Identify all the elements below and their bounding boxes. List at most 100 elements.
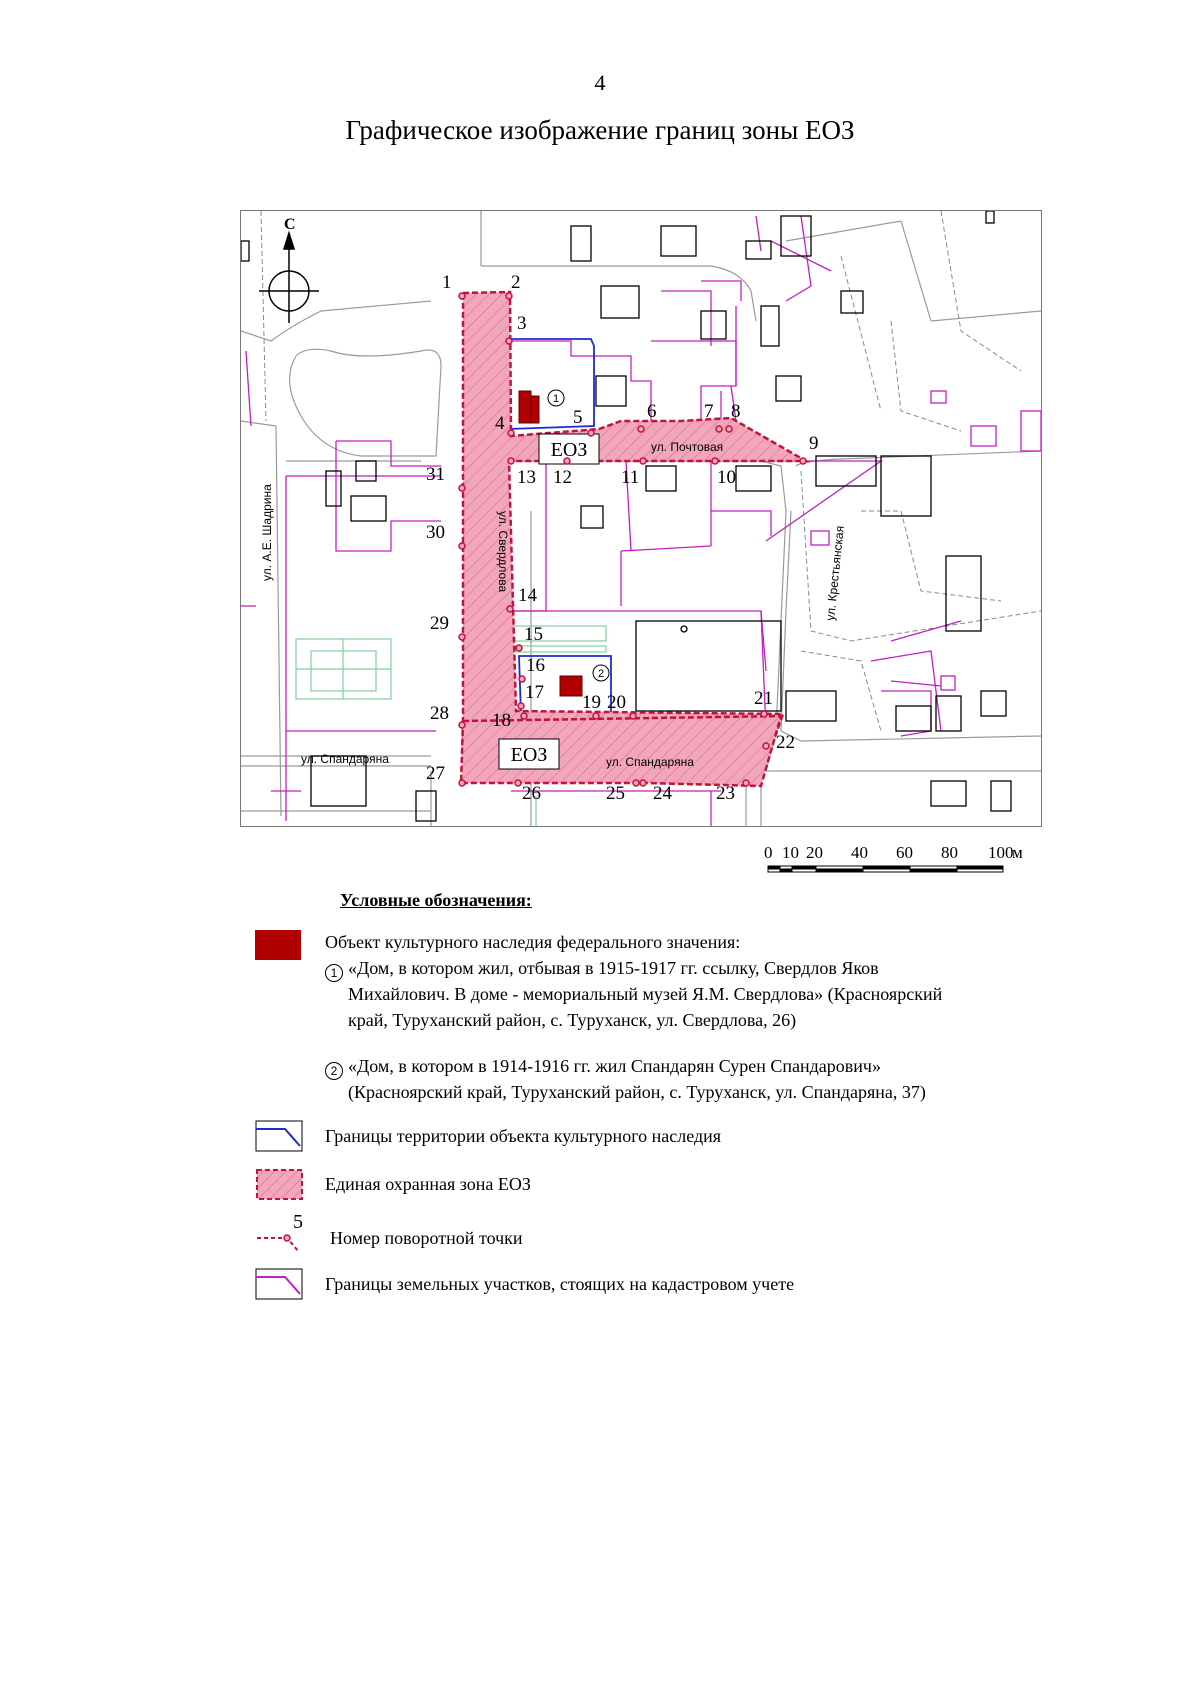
object-number: 2 <box>598 668 604 680</box>
legend-item-zone: Единая охранная зона ЕОЗ <box>255 1168 1055 1204</box>
legend-object-2-line-1: «Дом, в котором в 1914-1916 гг. жил Спан… <box>348 1056 881 1076</box>
turn-point-label: 14 <box>518 585 538 606</box>
page-number: 4 <box>594 70 606 95</box>
turn-point-label: 16 <box>526 655 545 676</box>
heritage-objects <box>518 390 583 697</box>
turn-point-label: 24 <box>653 783 673 804</box>
turn-point-marker <box>520 712 528 720</box>
turn-point-label: 19 <box>582 692 601 713</box>
legend-item-cadastral: Границы земельных участков, стоящих на к… <box>255 1268 1055 1304</box>
page-title: Графическое изображение границ зоны ЕОЗ <box>345 115 855 145</box>
turn-point-label: 13 <box>517 467 536 488</box>
turn-point-label: 4 <box>495 413 505 434</box>
legend-object-territory-text: Границы территории объекта культурного н… <box>325 1126 722 1146</box>
north-label: С <box>284 216 296 233</box>
turn-point-label: 10 <box>717 467 736 488</box>
map[interactable]: 1 2 ЕОЗ ЕОЗ ул. Почтовая ул. Свердлова у… <box>240 210 1042 827</box>
scale-tick-label: 40 <box>851 843 868 862</box>
turn-point-label: 21 <box>754 688 773 709</box>
heritage-object-markers: 1 2 <box>547 389 610 682</box>
turn-point-marker <box>458 779 466 787</box>
eoz-zone <box>459 290 811 788</box>
turn-point-label: 23 <box>716 783 735 804</box>
turn-point-marker <box>592 712 600 720</box>
object-1-marker-icon: 1 <box>325 964 343 982</box>
turn-point-marker <box>639 457 647 465</box>
turn-point-label: 28 <box>430 703 449 724</box>
turn-point-marker <box>762 742 770 750</box>
turn-point-marker <box>632 779 640 787</box>
street-outlines <box>241 211 1041 826</box>
legend-object-2-line-2: (Красноярский край, Туруханский район, с… <box>348 1082 926 1102</box>
turn-point-marker <box>505 292 513 300</box>
turn-point-label: 5 <box>293 1211 303 1233</box>
eoz-zone-icon <box>256 1169 303 1200</box>
turn-point-label: 12 <box>553 467 572 488</box>
turn-point-label: 17 <box>525 682 544 703</box>
legend-object-1-line-3: край, Туруханский район, с. Туруханск, у… <box>348 1010 797 1030</box>
legend-object-1-line-2: Михайлович. В доме - мемориальный музей … <box>348 984 943 1004</box>
heritage-object-icon <box>255 930 301 960</box>
turn-point-label: 29 <box>430 613 449 634</box>
object-territory-icon <box>255 1120 303 1152</box>
turn-point-label: 1 <box>442 272 452 293</box>
object-2-marker-icon: 2 <box>325 1062 343 1080</box>
turn-point-label: 22 <box>776 732 795 753</box>
scale-tick-label: 20 <box>806 843 823 862</box>
turn-point-label: 9 <box>809 433 819 454</box>
scale-tick-label: 60 <box>896 843 913 862</box>
turn-point-label: 11 <box>621 467 639 488</box>
street-label: ул. Спандаряна <box>301 752 389 766</box>
turn-point-label: 27 <box>426 763 445 784</box>
legend-item-object: Объект культурного наследия федерального… <box>255 930 1055 1102</box>
legend-object-text: Объект культурного наследия федерального… <box>325 932 741 952</box>
legend-title: Условные обозначения: <box>340 890 532 910</box>
turn-point-label: 26 <box>522 783 541 804</box>
legend-turn-point-text: Номер поворотной точки <box>330 1228 523 1248</box>
scale-tick-label: 100 <box>988 843 1014 862</box>
turn-point-marker <box>515 644 523 652</box>
turn-point-marker <box>458 292 466 300</box>
turn-point-marker <box>507 457 515 465</box>
turn-point-label: 18 <box>492 710 511 731</box>
scale-unit-label: м <box>1012 843 1023 862</box>
legend-object-1-line-1: «Дом, в котором жил, отбывая в 1915-1917… <box>348 958 879 978</box>
turn-point-marker <box>514 779 522 787</box>
turn-point-label: 25 <box>606 783 625 804</box>
scale-tick-label: 0 <box>764 843 773 862</box>
turn-point-marker <box>458 721 466 729</box>
turn-point-marker <box>711 457 719 465</box>
turn-point-marker <box>629 712 637 720</box>
legend-cadastral-text: Границы земельных участков, стоящих на к… <box>325 1274 795 1294</box>
scale-tick-label: 80 <box>941 843 958 862</box>
turn-point-marker <box>518 675 526 683</box>
street-label: ул. Почтовая <box>651 440 723 454</box>
turn-point-label: 31 <box>426 464 445 485</box>
turn-point-marker <box>458 633 466 641</box>
turn-point-marker <box>517 702 525 710</box>
street-label: ул. Спандаряна <box>606 755 694 769</box>
legend-item-object-territory: Границы территории объекта культурного н… <box>255 1120 1055 1156</box>
turn-point-marker <box>639 779 647 787</box>
turn-point-label: 2 <box>511 272 521 293</box>
zone-label: ЕОЗ <box>511 744 548 766</box>
north-arrow-icon: С <box>259 216 319 323</box>
turn-point-label: 6 <box>647 401 657 422</box>
turn-point-marker <box>637 425 645 433</box>
zone-label: ЕОЗ <box>551 439 588 461</box>
turn-point-marker <box>799 457 807 465</box>
turn-point-label: 20 <box>607 692 626 713</box>
turn-point-marker <box>742 779 750 787</box>
turn-point-marker <box>760 710 768 718</box>
object-number: 1 <box>553 393 559 405</box>
turn-point-marker <box>563 457 571 465</box>
turn-point-icon <box>257 1234 300 1253</box>
legend-item-turn-point: 5 Номер поворотной точки <box>255 1210 1055 1260</box>
turn-point-label: 15 <box>524 624 543 645</box>
street-label: ул. А.Е. Шадрина <box>260 484 274 581</box>
turn-point-marker <box>506 605 514 613</box>
buildings <box>241 211 1012 822</box>
turn-point-marker <box>587 429 595 437</box>
